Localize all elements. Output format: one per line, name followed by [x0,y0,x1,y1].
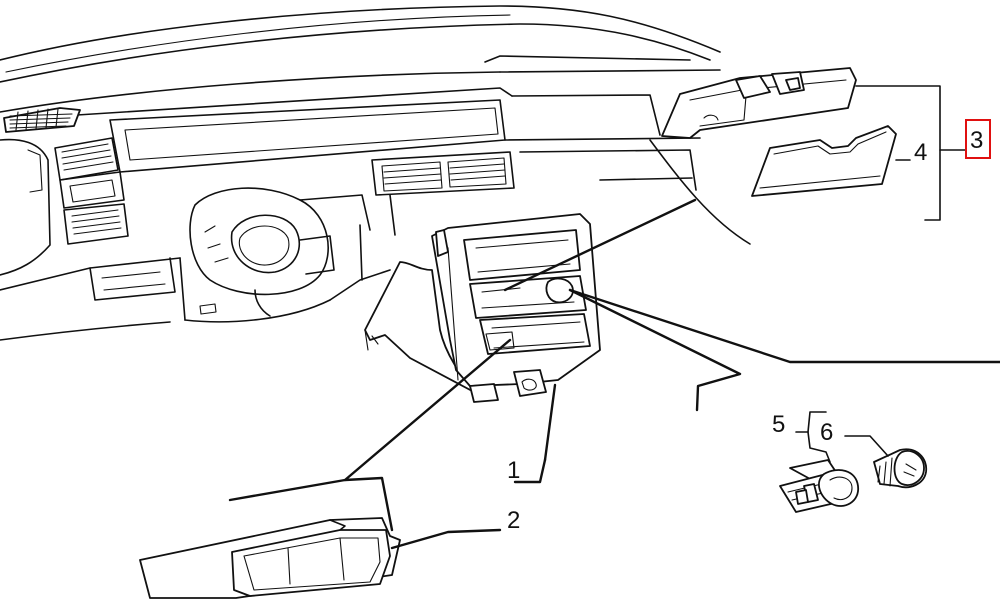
part-3-bracket [661,67,857,139]
callout-1: 1 [507,457,520,484]
callout-4: 4 [914,139,927,166]
leader-lines [228,85,1000,550]
speaker-grille [9,108,73,131]
part-6-knob [873,448,928,489]
part-2-lower-tray [139,517,401,599]
callout-5: 5 [772,411,785,438]
part-5-switch-housing [779,459,859,513]
callout-3-highlight-box [965,119,991,159]
part-4-cover-plate [751,125,897,197]
callout-2: 2 [507,507,520,534]
dashboard-outline [0,5,751,341]
part-1-center-console-bezel [364,213,601,403]
callout-6: 6 [820,419,833,446]
callout-labels: 1 2 3 4 5 6 [507,119,991,534]
callout-3: 3 [970,127,983,154]
